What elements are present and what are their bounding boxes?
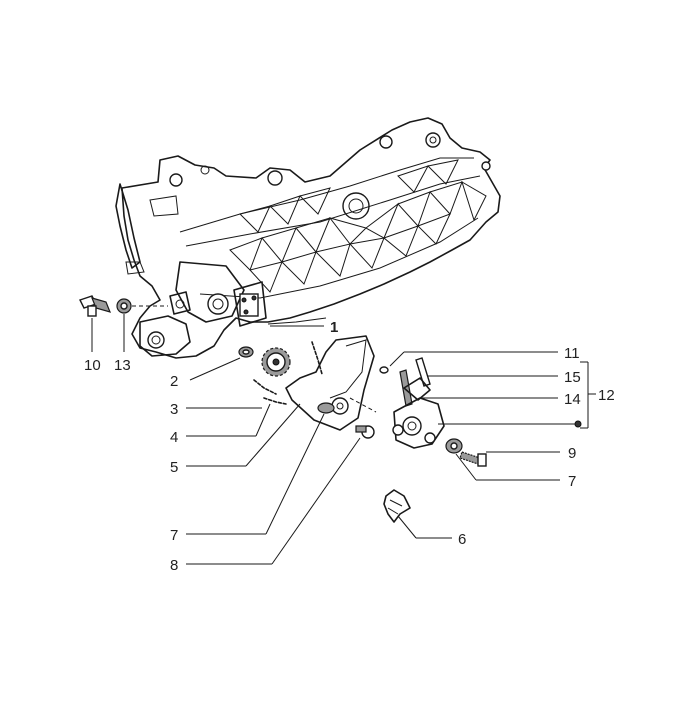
- callout-13: 13: [114, 357, 131, 374]
- screw-part-9: [459, 451, 487, 467]
- callout-10: 10: [84, 357, 101, 374]
- callout-15: 15: [564, 369, 581, 386]
- callout-6: 6: [458, 531, 466, 548]
- callout-9: 9: [568, 445, 576, 462]
- washer-part-7-right: [445, 438, 463, 454]
- clip-part-6: [383, 489, 411, 523]
- callout-4: 4: [170, 429, 178, 446]
- callout-12: 12: [598, 387, 615, 404]
- valve-part-14: [392, 369, 445, 449]
- washer-part-2: [238, 346, 254, 358]
- gear-part-3: [261, 347, 291, 377]
- leader-lines: [91, 314, 596, 565]
- callout-7-left: 7: [170, 527, 178, 544]
- drive-chain-part-4: [253, 341, 323, 405]
- pump-cover-part-5: [285, 335, 375, 431]
- callout-1: 1: [330, 319, 338, 336]
- callout-3: 3: [170, 401, 178, 418]
- callout-11: 11: [564, 345, 580, 362]
- callout-8: 8: [170, 557, 178, 574]
- screw-part-8: [355, 425, 375, 439]
- bolt-part-10: [79, 295, 112, 317]
- pin-part-15: [415, 357, 431, 387]
- callout-5: 5: [170, 459, 178, 476]
- callout-14: 14: [564, 391, 581, 408]
- crankcase-housing: [115, 117, 501, 359]
- callout-labels: 1 2 3 4 5 6 7 7 8 9 10 11 12 13 14 15: [84, 319, 615, 574]
- callout-7-right: 7: [568, 473, 576, 490]
- callout-2: 2: [170, 373, 178, 390]
- oring-part-11: [379, 366, 389, 374]
- nut-part-13: [116, 298, 132, 314]
